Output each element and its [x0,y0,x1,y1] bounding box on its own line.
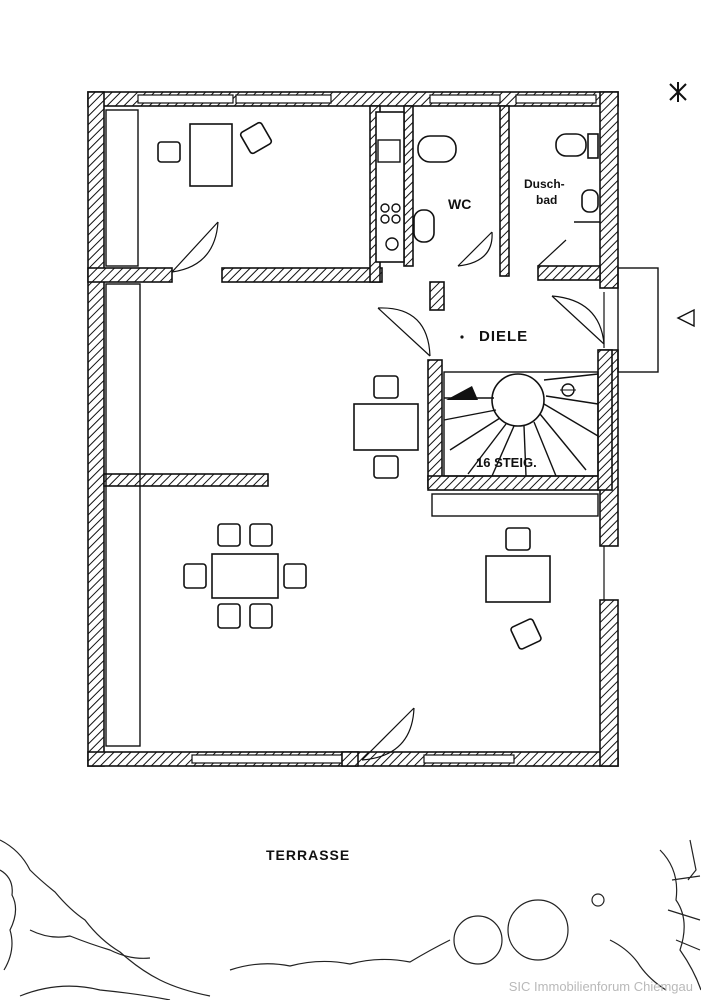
left-cabinets [105,109,141,747]
door-swings [171,221,605,761]
top-left-room-furniture [157,121,273,187]
windows-top [137,94,597,104]
room-label-wc: WC [448,196,471,212]
kitchenette [375,111,405,263]
terrace-label: TERRASSE [266,847,350,863]
room-label-hall: DIELE [479,328,528,345]
garden-sketch [0,839,701,1000]
north-arrow-icon [669,82,687,102]
stairs-label: 16 STEIG. [476,455,537,470]
dot-marker [460,335,464,339]
bottom-pillar [341,751,359,767]
entrance [603,267,695,373]
wc-fixtures [413,135,457,243]
main-room-furniture [183,375,551,650]
room-label-shower-line1: Dusch- [524,177,565,191]
staircase [443,371,599,477]
shower-fixtures [555,133,600,223]
room-label-shower-line2: bad [536,193,557,207]
watermark: SIC Immobilienforum Chiemgau [508,979,693,994]
entrance-arrow-icon [676,308,695,328]
